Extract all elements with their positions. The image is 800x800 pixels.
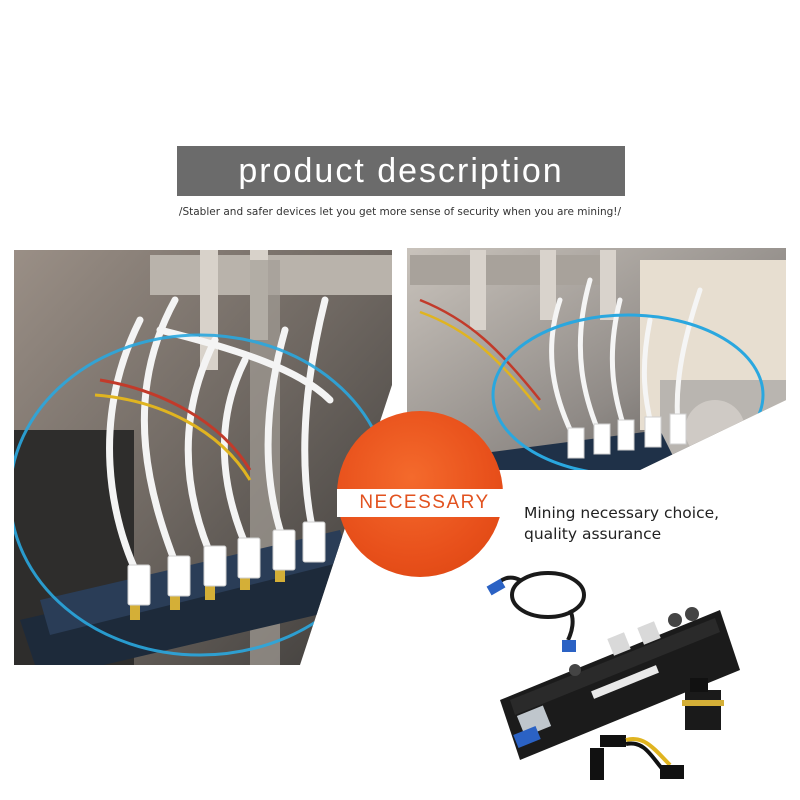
adapter-board-icon xyxy=(682,678,724,730)
section-title-bar: product description xyxy=(177,146,625,196)
left-rig-photo xyxy=(14,250,392,665)
riser-card-icon xyxy=(500,607,740,760)
tagline-line-2: quality assurance xyxy=(524,525,662,543)
tagline: Mining necessary choice, quality assuran… xyxy=(524,503,784,545)
usb-cable-icon xyxy=(486,571,586,652)
section-subtitle: /Stabler and safer devices let you get m… xyxy=(178,206,622,218)
section-title: product description xyxy=(238,151,564,190)
tagline-line-1: Mining necessary choice, xyxy=(524,504,720,522)
power-cable-icon xyxy=(590,735,684,780)
necessary-badge-label: NECESSARY xyxy=(337,489,512,517)
product-kit-illustration xyxy=(486,571,740,780)
